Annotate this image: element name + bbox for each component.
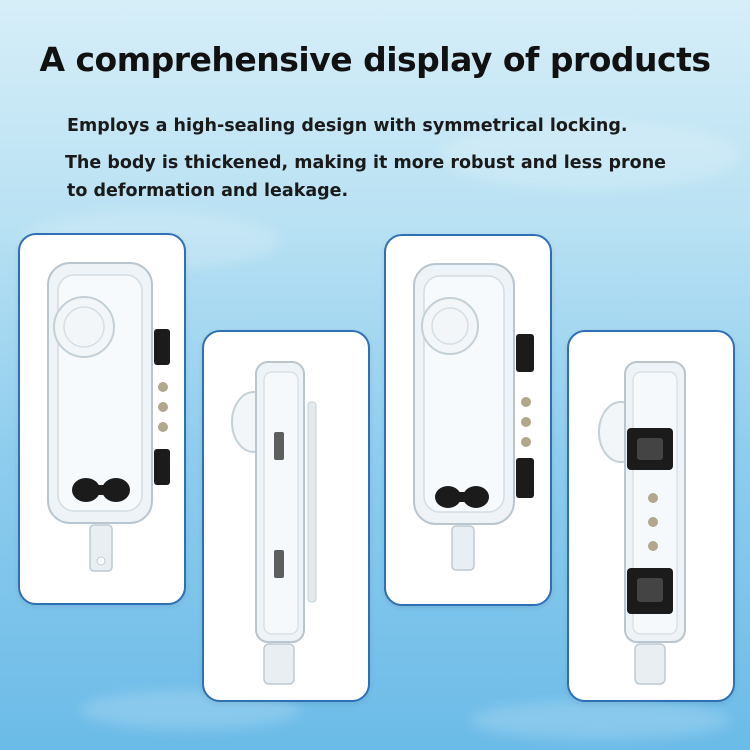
- water-ripple: [470, 700, 730, 740]
- water-ripple: [440, 120, 740, 190]
- feature-line-3: to deformation and leakage.: [67, 181, 349, 201]
- product-card-angled: [384, 234, 552, 606]
- housing-angled-image: [413, 263, 534, 571]
- housing-side-image: [231, 361, 317, 685]
- product-card-front: [18, 233, 186, 605]
- page-title: A comprehensive display of products: [39, 40, 711, 79]
- product-card-back-side: [567, 330, 735, 702]
- housing-back-side-image: [598, 361, 686, 685]
- feature-line-1: Employs a high-sealing design with symme…: [67, 116, 628, 136]
- product-card-side: [202, 330, 370, 702]
- feature-line-2: The body is thickened, making it more ro…: [65, 153, 667, 173]
- housing-front-image: [47, 262, 170, 572]
